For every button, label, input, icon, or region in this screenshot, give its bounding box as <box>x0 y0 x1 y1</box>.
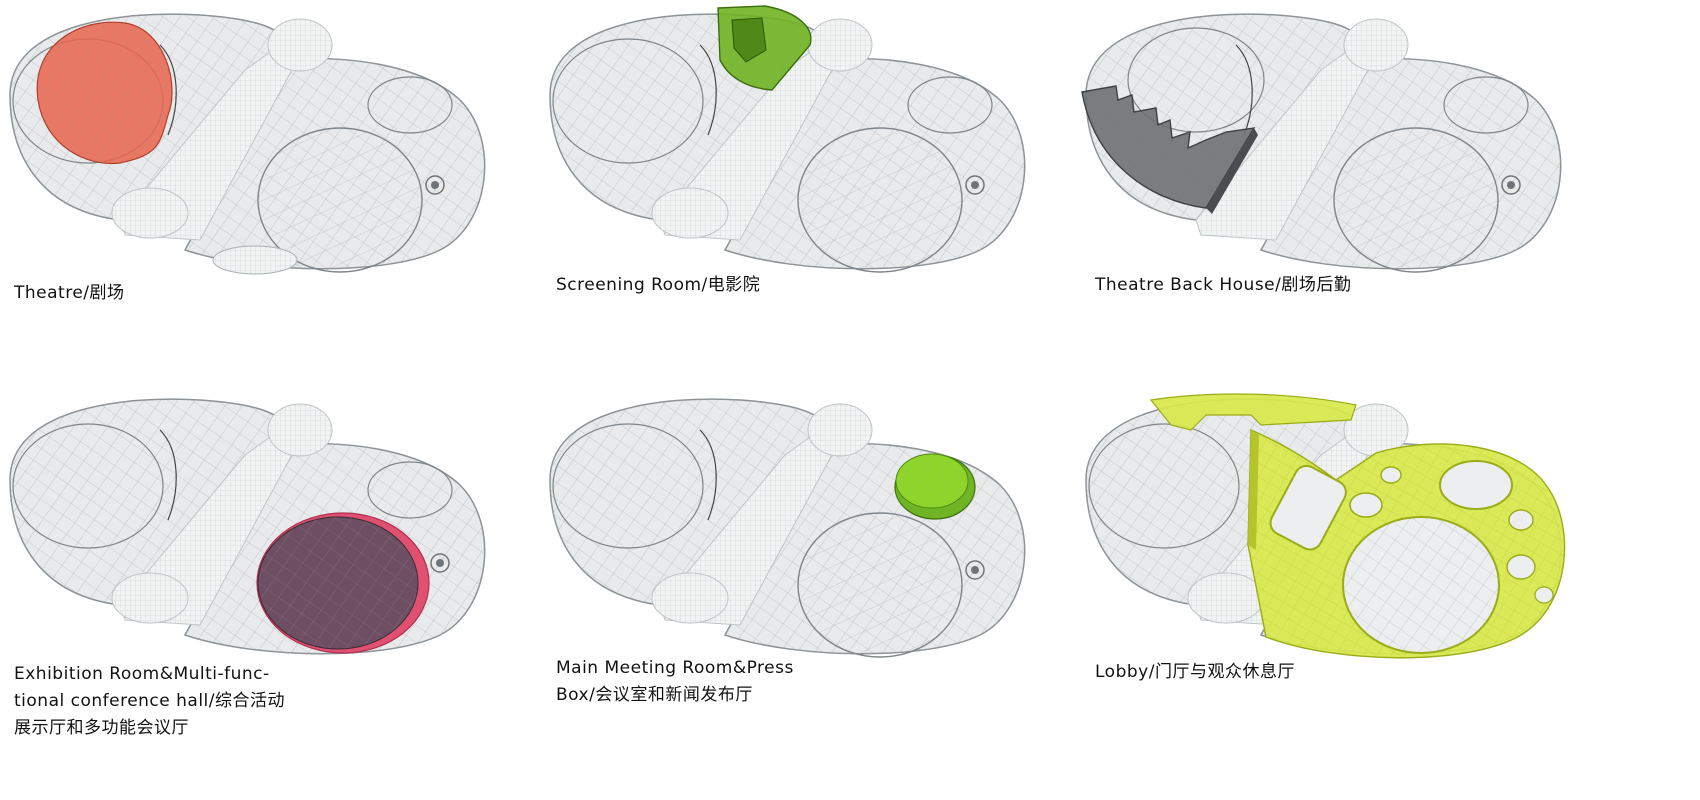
highlight-screening-room <box>717 5 812 91</box>
highlight-theatre-back-house <box>1081 85 1258 214</box>
building-shell <box>549 398 1026 658</box>
panel-theatre-back-house: Theatre Back House/剧场后勤 <box>1076 0 1636 400</box>
highlight-main-meeting-room <box>894 453 976 520</box>
highlight-lobby <box>1149 393 1566 659</box>
building-shell <box>9 13 486 275</box>
panel-screening-room: Screening Room/电影院 <box>540 0 1100 400</box>
floor-plan-diagram <box>9 13 486 275</box>
floor-plan-diagram <box>1085 393 1566 659</box>
highlight-exhibition-room <box>256 512 430 654</box>
floor-plan-diagram <box>549 5 1026 273</box>
caption-theatre-back-house: Theatre Back House/剧场后勤 <box>1095 275 1352 295</box>
floor-plan-diagram <box>549 398 1026 658</box>
caption-main-meeting-room: Main Meeting Room&Press Box/会议室和新闻发布厅 <box>556 658 794 705</box>
building-shell <box>549 13 1026 273</box>
floor-plan-diagram <box>9 398 486 655</box>
panel-exhibition-room: Exhibition Room&Multi-func- tional confe… <box>0 385 560 785</box>
panel-theatre: Theatre/剧场 <box>0 5 560 405</box>
caption-exhibition-room: Exhibition Room&Multi-func- tional confe… <box>14 664 285 738</box>
floor-plan-diagram <box>1081 13 1562 273</box>
caption-lobby: Lobby/门厅与观众休息厅 <box>1095 662 1295 682</box>
caption-theatre: Theatre/剧场 <box>14 283 125 303</box>
panel-lobby: Lobby/门厅与观众休息厅 <box>1076 385 1636 785</box>
panel-main-meeting-room: Main Meeting Room&Press Box/会议室和新闻发布厅 <box>540 385 1100 785</box>
caption-screening-room: Screening Room/电影院 <box>556 275 761 295</box>
highlight-theatre <box>36 21 173 165</box>
